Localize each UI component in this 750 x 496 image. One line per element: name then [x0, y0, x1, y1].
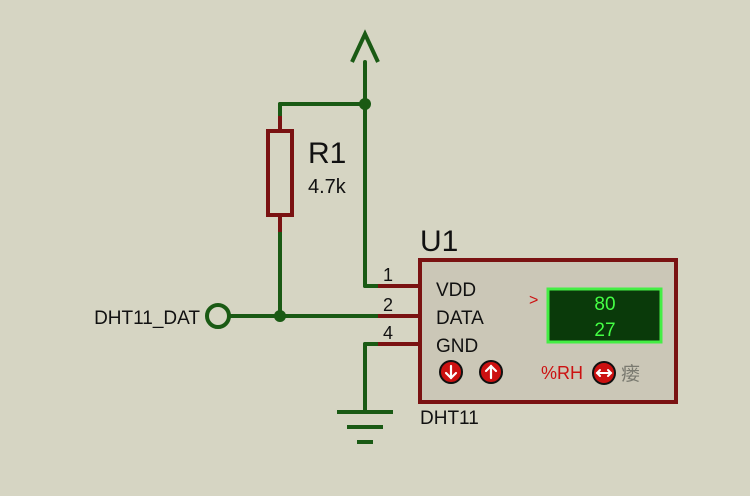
- display-indicator: >: [529, 292, 538, 309]
- resistor-value-label: 4.7k: [308, 176, 347, 198]
- lcd-temperature-value: 27: [594, 320, 615, 341]
- toggle-arrows-icon: [595, 369, 613, 377]
- resistor-body[interactable]: [266, 129, 294, 217]
- wires: [228, 60, 380, 412]
- pin-number-4: 4: [383, 323, 393, 343]
- net-terminal-icon[interactable]: [205, 303, 231, 329]
- pin-name-vdd: VDD: [436, 280, 476, 301]
- ground-icon: [337, 410, 393, 444]
- toggle-mode-button[interactable]: [592, 361, 616, 385]
- net-label: DHT11_DAT: [94, 308, 200, 329]
- pin-name-gnd: GND: [436, 336, 478, 357]
- pin-leads: [378, 284, 420, 346]
- component-part-label: DHT11: [420, 408, 479, 429]
- net-terminal[interactable]: DHT11_DAT: [94, 303, 231, 329]
- junction-dot-top: [359, 98, 371, 110]
- resistor-ref-label: R1: [308, 137, 346, 170]
- arrow-up-icon: [484, 364, 498, 380]
- pin-number-1: 1: [383, 265, 393, 285]
- pin-number-2: 2: [383, 295, 393, 315]
- arrow-down-icon: [444, 364, 458, 380]
- lcd-humidity-value: 80: [594, 294, 615, 315]
- lcd-display: [546, 287, 663, 344]
- component-u1[interactable]: U1 1 2 4 VDD DATA GND > 80 27: [378, 225, 678, 429]
- resistor-r1[interactable]: R1 4.7k: [266, 116, 347, 232]
- unit-glyph: 瘘: [621, 363, 640, 385]
- junction-dot-data: [274, 310, 286, 322]
- power-terminal-icon: [350, 29, 380, 63]
- component-ref-label: U1: [420, 225, 458, 258]
- decrease-button[interactable]: [439, 360, 463, 384]
- pin-name-data: DATA: [436, 308, 484, 329]
- mode-label: %RH: [541, 363, 583, 383]
- increase-button[interactable]: [479, 360, 503, 384]
